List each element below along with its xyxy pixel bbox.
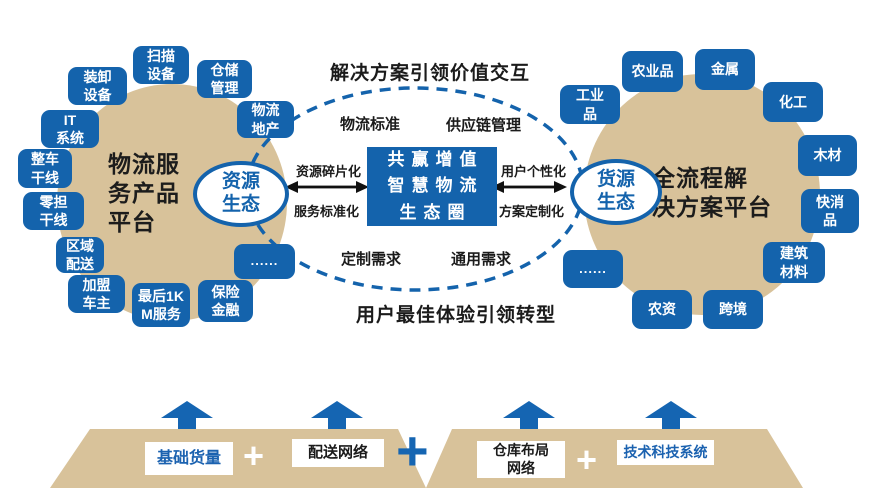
label-resource-fragmentation: 资源碎片化 xyxy=(296,164,362,179)
bottom-caption: 用户最佳体验引领转型 xyxy=(356,305,557,326)
label-logistics-standard: 物流标准 xyxy=(340,116,401,133)
right-item-ellipsis: ...... xyxy=(563,250,623,288)
right-item-wood: 木材 xyxy=(798,135,857,176)
foundation-technology-system: 技术科技系统 xyxy=(617,440,714,465)
right-item-chemical: 化工 xyxy=(763,82,823,122)
core-ecosystem-box: 共赢增值 智慧物流 生态圈 xyxy=(367,147,497,226)
top-caption: 解决方案引领价值交互 xyxy=(330,63,531,84)
up-arrows xyxy=(161,401,697,429)
foundation-base-cargo-volume: 基础货量 xyxy=(145,442,233,475)
left-item-full-truck-trunk: 整车 干线 xyxy=(18,149,72,188)
up-arrow-icon xyxy=(161,401,213,429)
right-item-industrial-goods: 工业 品 xyxy=(560,85,620,124)
right-item-fmcg: 快消 品 xyxy=(801,189,859,233)
label-user-personalization: 用户个性化 xyxy=(501,164,567,179)
right-item-cross-border: 跨境 xyxy=(703,290,763,329)
goods-source-ecology-hub: 货源 生态 xyxy=(570,159,662,225)
left-item-last-1km-service: 最后1K M服务 xyxy=(132,283,190,327)
foundation-delivery-network: 配送网络 xyxy=(292,439,384,467)
up-arrow-icon xyxy=(503,401,555,429)
left-item-regional-delivery: 区域 配送 xyxy=(56,237,104,273)
label-custom-demand: 定制需求 xyxy=(341,251,402,268)
left-item-insurance-finance: 保险 金融 xyxy=(198,280,253,322)
right-item-metal: 金属 xyxy=(695,49,755,90)
foundation-warehouse-layout-network: 仓库布局 网络 xyxy=(477,441,565,478)
left-platform-title: 物流服 务产品 平台 xyxy=(108,151,180,235)
up-arrow-icon xyxy=(311,401,363,429)
plus-icon: + xyxy=(243,435,265,476)
plus-icon: + xyxy=(396,419,429,482)
label-solution-customization: 方案定制化 xyxy=(499,204,565,219)
left-item-it-system: IT 系统 xyxy=(41,110,99,148)
label-service-standardization: 服务标准化 xyxy=(294,204,360,219)
right-item-building-materials: 建筑 材料 xyxy=(763,242,825,283)
left-item-logistics-realty: 物流 地产 xyxy=(237,101,294,138)
right-double-arrow xyxy=(491,181,567,193)
right-item-agricultural-products: 农业品 xyxy=(622,51,683,92)
label-general-demand: 通用需求 xyxy=(451,251,512,268)
plus-icon: + xyxy=(576,439,598,480)
right-item-agri-materials: 农资 xyxy=(632,290,692,329)
left-item-scan-equipment: 扫描 设备 xyxy=(133,46,189,84)
left-item-franchise-drivers: 加盟 车主 xyxy=(68,275,125,313)
left-item-warehouse-mgmt: 仓储 管理 xyxy=(197,60,252,98)
left-double-arrow xyxy=(285,181,369,193)
left-item-ellipsis: ...... xyxy=(234,244,295,279)
label-supply-chain-mgmt: 供应链管理 xyxy=(446,117,522,134)
up-arrow-icon xyxy=(645,401,697,429)
resource-ecology-hub: 资源 生态 xyxy=(193,161,289,227)
left-item-loading-equipment: 装卸 设备 xyxy=(68,67,127,105)
right-platform-title: 全流程解 决方案平台 xyxy=(652,165,772,220)
left-item-ltl-trunk: 零担 干线 xyxy=(23,192,84,230)
